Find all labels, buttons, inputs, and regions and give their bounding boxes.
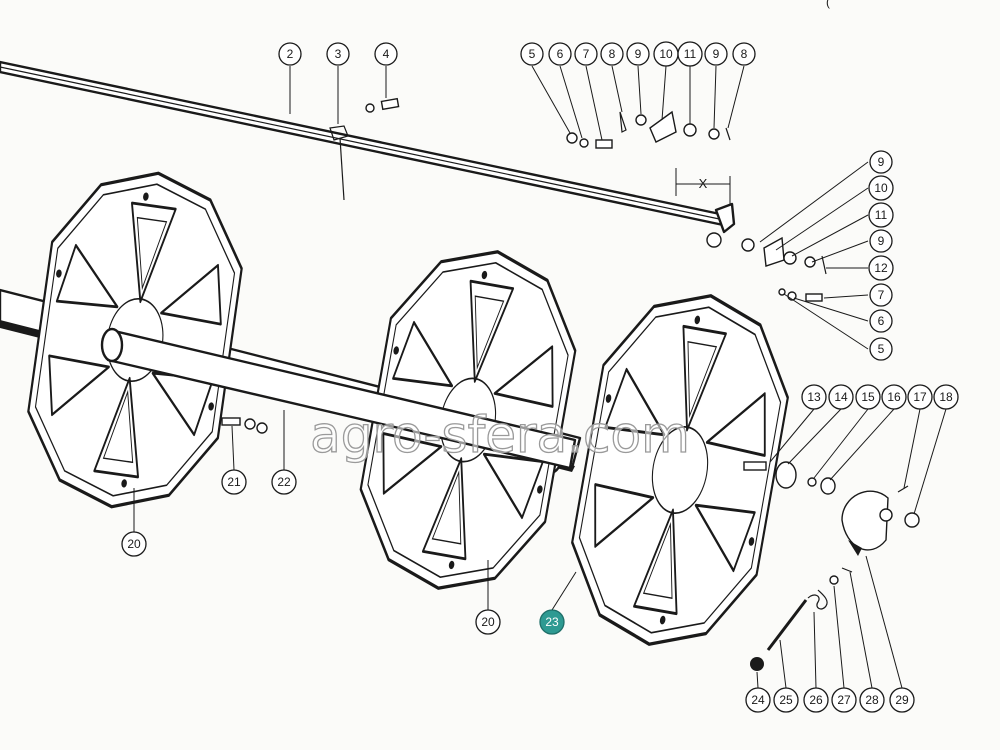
svg-text:15: 15 bbox=[861, 390, 875, 404]
side-parts-group bbox=[706, 232, 827, 302]
svg-text:27: 27 bbox=[837, 693, 851, 707]
svg-text:8: 8 bbox=[609, 47, 616, 61]
callout-10-top: 10 bbox=[653, 41, 679, 67]
svg-text:28: 28 bbox=[865, 693, 879, 707]
top-parts-group bbox=[566, 110, 731, 149]
svg-text:4: 4 bbox=[383, 47, 390, 61]
leader-lines bbox=[133, 65, 947, 689]
svg-text:9: 9 bbox=[635, 47, 642, 61]
svg-text:23: 23 bbox=[545, 615, 559, 629]
callout-20-middle: 20 bbox=[475, 609, 501, 635]
svg-text:11: 11 bbox=[684, 47, 697, 61]
svg-text:9: 9 bbox=[878, 234, 885, 248]
svg-text:12: 12 bbox=[874, 261, 888, 275]
svg-text:5: 5 bbox=[878, 342, 885, 356]
callout-8-top-b: 8 bbox=[732, 42, 756, 66]
svg-text:16: 16 bbox=[887, 390, 901, 404]
svg-text:24: 24 bbox=[751, 693, 765, 707]
callout-21: 21 bbox=[221, 469, 247, 495]
svg-text:8: 8 bbox=[741, 47, 748, 61]
callout-10-side: 10 bbox=[868, 175, 894, 201]
svg-text:10: 10 bbox=[874, 181, 888, 195]
callout-6-top: 6 bbox=[548, 42, 572, 66]
callout-6-side: 6 bbox=[869, 309, 893, 333]
svg-text:6: 6 bbox=[878, 314, 885, 328]
callout-27: 27 bbox=[831, 687, 857, 713]
svg-text:7: 7 bbox=[878, 288, 885, 302]
bolt-21 bbox=[221, 417, 268, 434]
callout-11-top: 11 bbox=[677, 41, 703, 67]
callout-9-side-a: 9 bbox=[869, 150, 893, 174]
svg-text:29: 29 bbox=[895, 693, 909, 707]
svg-text:3: 3 bbox=[335, 47, 342, 61]
svg-text:9: 9 bbox=[878, 155, 885, 169]
callout-18: 18 bbox=[933, 384, 959, 410]
callout-13: 13 bbox=[801, 384, 827, 410]
callout-2: 2 bbox=[278, 42, 302, 66]
upper-bar bbox=[0, 60, 736, 234]
svg-text:20: 20 bbox=[127, 537, 141, 551]
svg-text:11: 11 bbox=[875, 208, 888, 222]
callout-26: 26 bbox=[803, 687, 829, 713]
svg-text:20: 20 bbox=[481, 615, 495, 629]
callout-9-side-b: 9 bbox=[869, 229, 893, 253]
callout-22: 22 bbox=[271, 469, 297, 495]
svg-text:22: 22 bbox=[277, 475, 291, 489]
svg-text:25: 25 bbox=[779, 693, 793, 707]
svg-text:7: 7 bbox=[583, 47, 590, 61]
callout-16: 16 bbox=[881, 384, 907, 410]
watermark: agro-sfera.com bbox=[310, 406, 690, 464]
callout-25: 25 bbox=[773, 687, 799, 713]
callout-5-top: 5 bbox=[520, 42, 544, 66]
svg-text:9: 9 bbox=[713, 47, 720, 61]
bottom-parts-group bbox=[750, 567, 853, 671]
callout-9-top-b: 9 bbox=[704, 42, 728, 66]
svg-text:21: 21 bbox=[227, 475, 241, 489]
callout-8-top-a: 8 bbox=[600, 42, 624, 66]
callout-28: 28 bbox=[859, 687, 885, 713]
callout-17: 17 bbox=[907, 384, 933, 410]
callout-7-top: 7 bbox=[574, 42, 598, 66]
hub-parts-group bbox=[743, 461, 920, 556]
callout-3: 3 bbox=[326, 42, 350, 66]
svg-text:6: 6 bbox=[557, 47, 564, 61]
svg-text:10: 10 bbox=[659, 47, 673, 61]
svg-text:17: 17 bbox=[913, 390, 927, 404]
svg-text:14: 14 bbox=[834, 390, 848, 404]
callout-29: 29 bbox=[889, 687, 915, 713]
svg-text:2: 2 bbox=[287, 47, 294, 61]
callout-20-left: 20 bbox=[121, 531, 147, 557]
callout-9-top-a: 9 bbox=[626, 42, 650, 66]
callout-4: 4 bbox=[374, 42, 398, 66]
callout-11-side: 11 bbox=[868, 202, 894, 228]
svg-text:26: 26 bbox=[809, 693, 823, 707]
callout-14: 14 bbox=[828, 384, 854, 410]
svg-text:18: 18 bbox=[939, 390, 953, 404]
bolt-4 bbox=[365, 97, 400, 113]
corner-mark: ( bbox=[826, 0, 830, 9]
shaft-front bbox=[100, 327, 577, 470]
callout-24: 24 bbox=[745, 687, 771, 713]
svg-text:13: 13 bbox=[807, 390, 821, 404]
callout-12-side: 12 bbox=[868, 255, 894, 281]
callout-7-side: 7 bbox=[869, 283, 893, 307]
dimension-label: X bbox=[699, 176, 708, 191]
svg-text:5: 5 bbox=[529, 47, 536, 61]
callout-23-highlighted[interactable]: 23 bbox=[539, 609, 565, 635]
callout-15: 15 bbox=[855, 384, 881, 410]
callout-5-side: 5 bbox=[869, 337, 893, 361]
dimension-marker: X bbox=[675, 168, 731, 206]
